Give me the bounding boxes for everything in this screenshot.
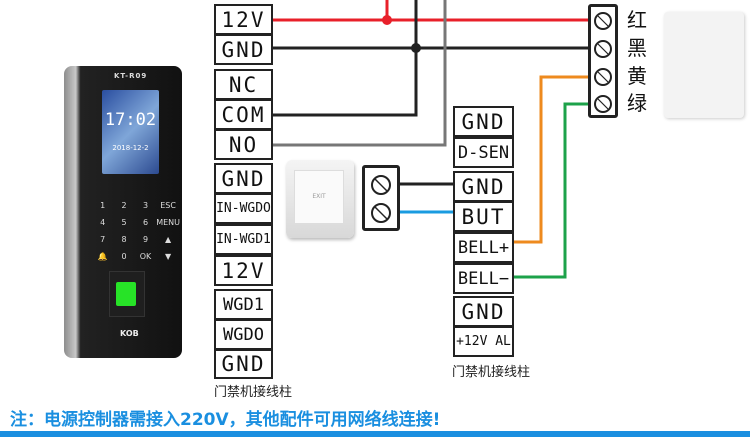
bell-wire-color-green: 绿 [627, 91, 647, 115]
keypad-key: ▼ [165, 252, 172, 261]
controller-pin: IN-WGD1 [214, 224, 273, 255]
wire-red-12v [273, 0, 590, 22]
keypad-key: 🔔 [97, 252, 108, 261]
controller-pin: NC [214, 69, 273, 100]
doorbell-image [664, 12, 744, 118]
power-pin: D-SEN [453, 137, 514, 168]
keypad: 1 2 3 ESC 4 5 6 MENU 7 8 9 ▲ 🔔 0 OK ▼ [92, 201, 180, 261]
keypad-key: 6 [142, 218, 149, 227]
button-terminal-block [362, 165, 400, 231]
keypad-key: 9 [142, 235, 149, 244]
wire-green-bell-minus [514, 102, 590, 279]
keypad-key: 3 [142, 201, 149, 210]
power-pin: BELL+ [453, 232, 514, 263]
keypad-key: 5 [121, 218, 127, 227]
bell-wire-color-yellow: 黄 [627, 64, 647, 88]
controller-terminal-caption: 门禁机接线柱 [214, 385, 293, 400]
fingerprint-sensor [109, 271, 145, 317]
screw-icons [594, 12, 612, 113]
power-pin: GND [453, 296, 514, 327]
controller-pin: 12V [214, 255, 273, 286]
bottom-bar [0, 431, 750, 437]
controller-pin: GND [214, 34, 273, 65]
power-terminal-caption: 门禁机接线柱 [452, 365, 531, 380]
keypad-key: 8 [121, 235, 127, 244]
device-screen: 17:02 2018-12-2 [102, 90, 159, 174]
controller-pin: COM [214, 99, 273, 130]
power-pin: BUT [453, 201, 514, 232]
screw-icons [371, 175, 391, 223]
keypad-key: 2 [121, 201, 127, 210]
power-pin: +12V AL [453, 326, 514, 357]
keypad-key: 0 [121, 252, 127, 261]
wire-gray-no [273, 0, 447, 147]
bell-wire-color-red: 红 [627, 8, 647, 32]
bell-terminal-block [588, 4, 618, 118]
exit-button-image: EXIT [286, 160, 354, 238]
controller-pin: NO [214, 129, 273, 160]
keypad-key: 1 [100, 201, 106, 210]
note-text: 注：电源控制器需接入220V，其他配件可用网络线连接! [10, 410, 441, 430]
keypad-key: 4 [100, 218, 106, 227]
controller-pin: GND [214, 349, 273, 379]
junction-black [411, 43, 421, 53]
keypad-key: MENU [156, 218, 180, 227]
controller-pin: 12V [214, 4, 273, 35]
controller-pin: IN-WGDO [214, 193, 273, 224]
power-pin: GND [453, 171, 514, 202]
power-pin: BELL− [453, 263, 514, 294]
keypad-key: ▲ [165, 235, 172, 244]
keypad-key: OK [139, 252, 152, 261]
wire-black-gnd [273, 0, 590, 117]
bell-wire-color-black: 黑 [627, 36, 647, 60]
power-pin: GND [453, 106, 514, 137]
controller-pin: WGD1 [214, 289, 273, 320]
keypad-key: ESC [160, 201, 176, 210]
keypad-key: 7 [100, 235, 106, 244]
controller-pin: GND [214, 163, 273, 194]
wire-orange-bell-plus [514, 75, 590, 244]
controller-pin: WGDO [214, 319, 273, 350]
junction-red [382, 15, 392, 25]
